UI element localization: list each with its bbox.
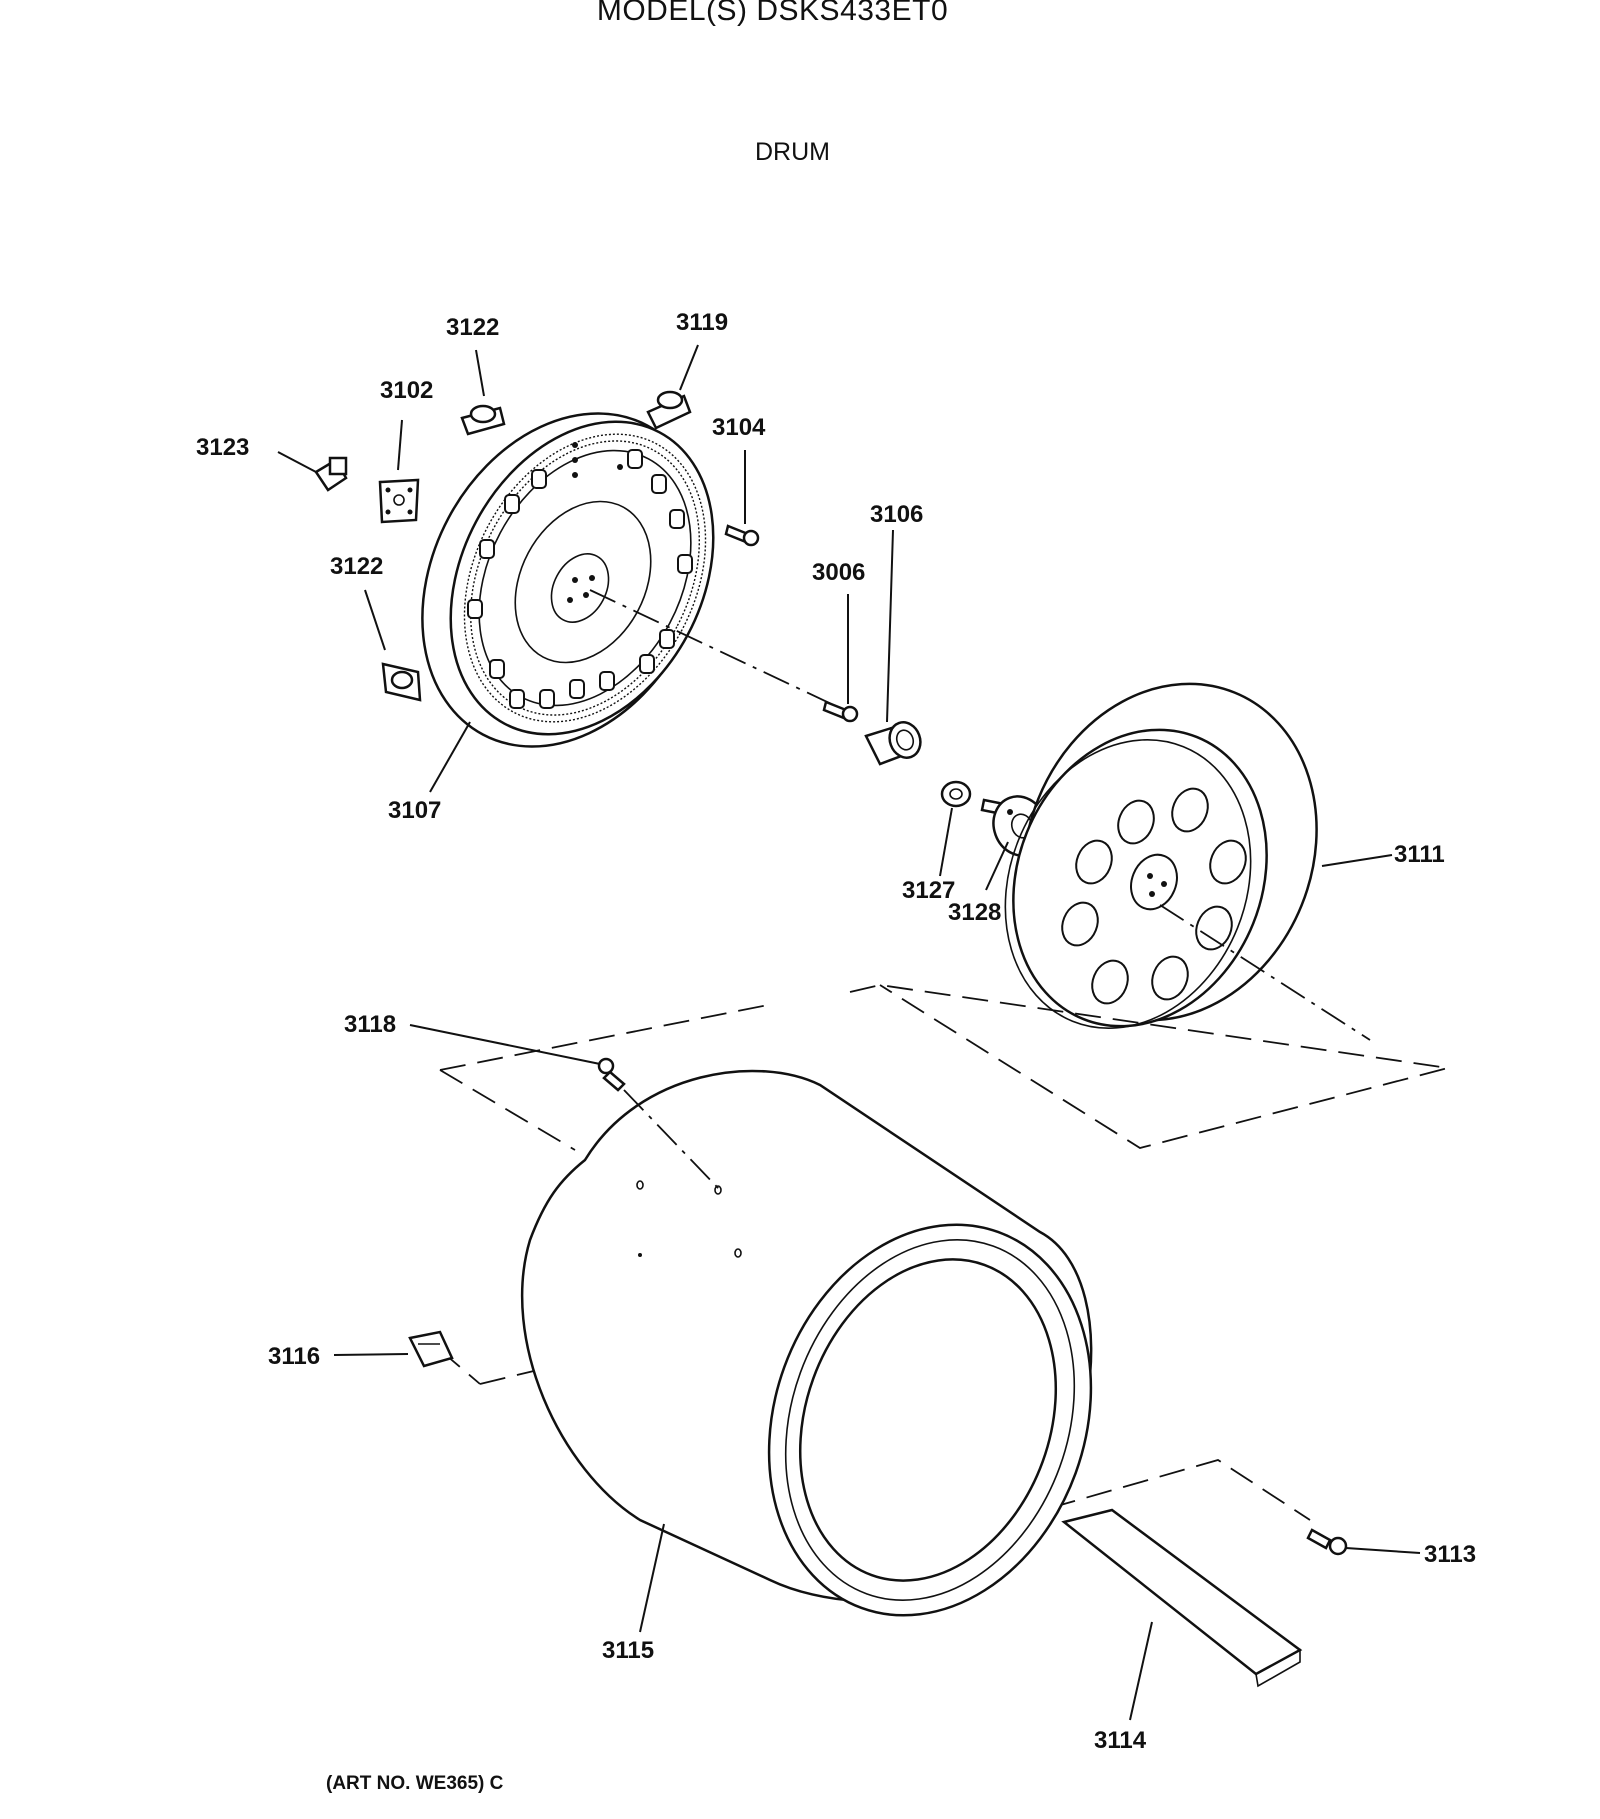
callout-3114: 3114 bbox=[1094, 1727, 1147, 1754]
baffle-screw-part bbox=[597, 1057, 721, 1191]
rear-seal-clip-side-part bbox=[381, 662, 422, 702]
baffle-screw-front-part bbox=[1306, 1528, 1348, 1556]
bearing-pad-part bbox=[378, 478, 420, 524]
callout-3113: 3113 bbox=[1424, 1541, 1476, 1568]
callout-3111: 3111 bbox=[1394, 841, 1445, 868]
callout-3102: 3102 bbox=[380, 377, 433, 404]
screw-shaft-part bbox=[822, 700, 859, 723]
callout-3122-side: 3122 bbox=[330, 553, 383, 580]
art-number: (ART NO. WE365) C bbox=[326, 1773, 504, 1794]
baffle-clip-part bbox=[408, 1330, 454, 1368]
callout-3122-top: 3122 bbox=[446, 314, 499, 341]
screw-part bbox=[724, 524, 760, 547]
rear-bulkhead-part bbox=[421, 412, 715, 748]
rear-seal-clip-top-part bbox=[460, 404, 506, 436]
drum-cylinder-part bbox=[520, 1069, 1093, 1617]
callout-3106: 3106 bbox=[870, 501, 923, 528]
clip-retainer-part bbox=[314, 456, 348, 492]
drum-back-part bbox=[1004, 682, 1318, 1029]
callout-3119: 3119 bbox=[676, 309, 728, 336]
washer-part bbox=[940, 780, 972, 808]
callout-3104: 3104 bbox=[712, 414, 766, 441]
callout-3107: 3107 bbox=[388, 797, 441, 824]
drum-baffle-part bbox=[1061, 1508, 1303, 1688]
callout-3123: 3123 bbox=[196, 434, 249, 461]
drum-glide-part bbox=[646, 390, 692, 430]
callout-3006: 3006 bbox=[812, 559, 865, 586]
section-title: DRUM bbox=[755, 138, 830, 166]
callout-3115: 3115 bbox=[602, 1637, 654, 1664]
callout-3118: 3118 bbox=[344, 1011, 396, 1038]
model-title: MODEL(S) DSKS433ET0 bbox=[596, 0, 949, 27]
bearing-sleeve-part bbox=[864, 721, 922, 766]
callout-3128: 3128 bbox=[948, 899, 1001, 926]
callout-3127: 3127 bbox=[902, 877, 955, 904]
callout-3116: 3116 bbox=[268, 1343, 320, 1370]
